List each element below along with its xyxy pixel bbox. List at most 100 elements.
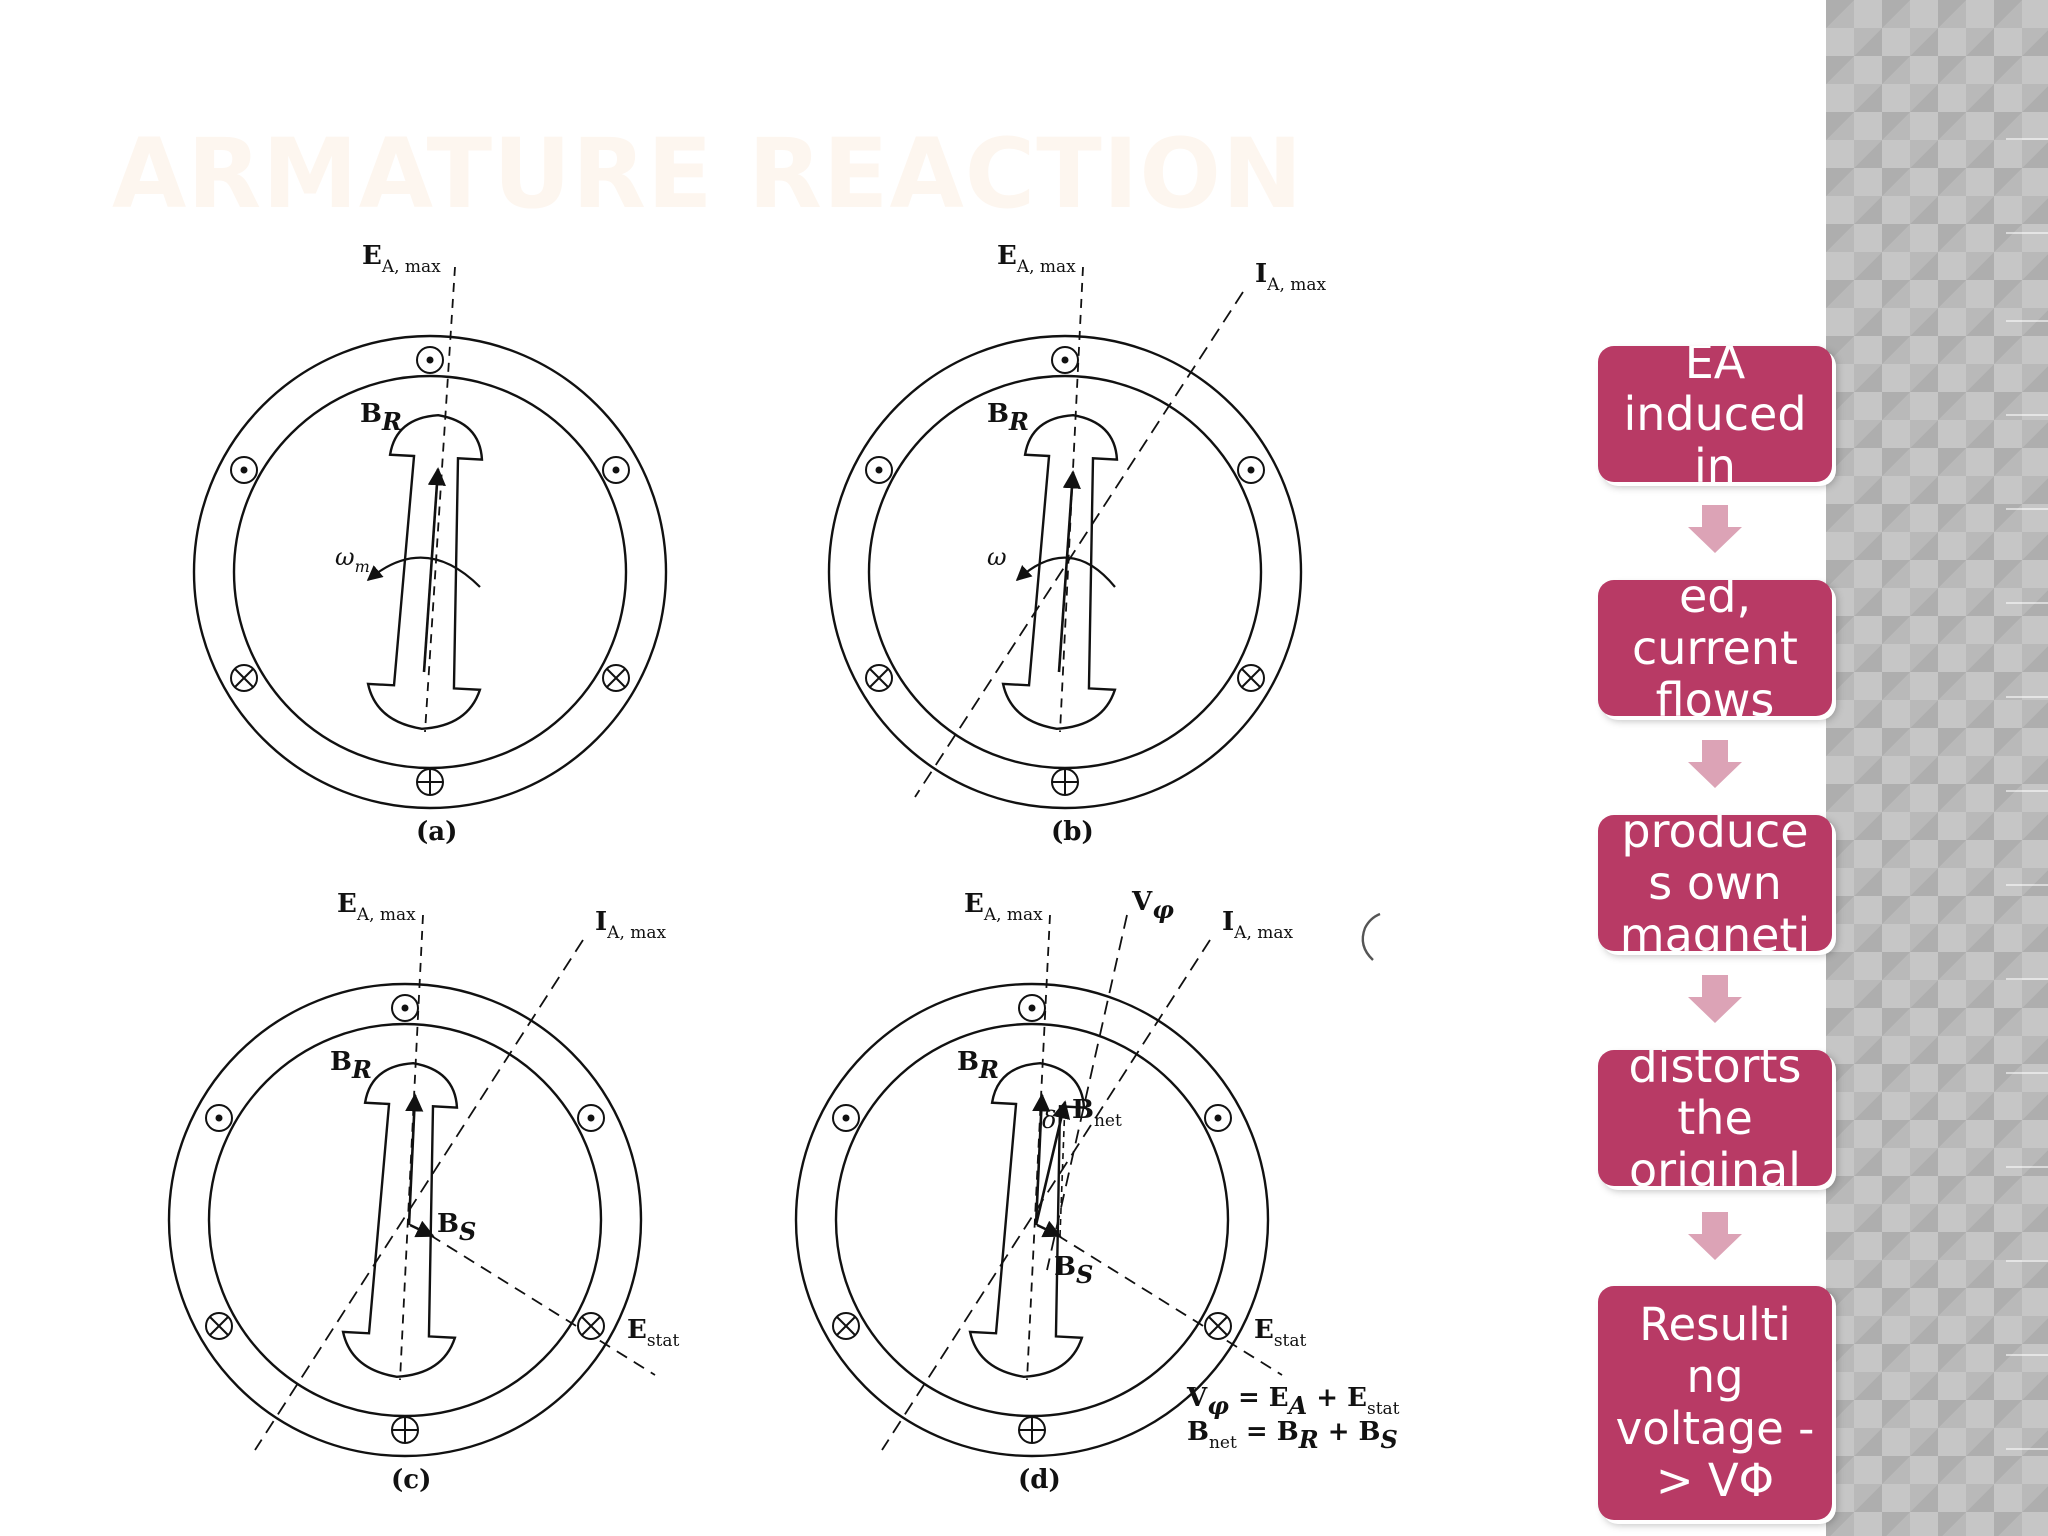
strip-tick: [2006, 1354, 2048, 1356]
conductor-dot: [577, 1104, 605, 1132]
conductor-cross: [230, 664, 258, 692]
ea-label: EA, max: [337, 889, 416, 925]
stator-outer: [192, 334, 668, 810]
bs-vector: [1036, 1220, 1062, 1238]
ea-label: EA, max: [997, 241, 1076, 277]
conductor-dot: [391, 994, 419, 1022]
strip-tick: [2006, 508, 2048, 510]
flow-step-text: produce s own magneti: [1619, 815, 1811, 951]
omega-label: ωm: [335, 543, 370, 576]
conductor-cross: [577, 1312, 605, 1340]
br-vector: [405, 1093, 424, 1226]
conductor-dot: [602, 456, 630, 484]
ia-axis: [254, 939, 584, 1451]
strip-tick: [2006, 884, 2048, 886]
strip-tick: [2006, 696, 2048, 698]
ia-label: IA, max: [595, 907, 667, 943]
flow-step-5: Resulti ng voltage -> VΦ: [1598, 1286, 1832, 1520]
stator-inner: [207, 1022, 603, 1418]
flow-step-2: ed, current flows: [1598, 580, 1832, 716]
arrow-down-icon: [1688, 740, 1742, 788]
equation-bnet: Bnet = BR + BS: [1187, 1417, 1398, 1454]
slide-title: ARMATURE REACTION: [112, 118, 1304, 230]
armature-reaction-figure: BR ωm EA, max (a) BR ω EA, max IA, max (…: [160, 240, 1410, 1520]
arrow-down-icon: [1688, 505, 1742, 553]
ia-axis: [881, 939, 1211, 1451]
strip-tick: [2006, 1166, 2048, 1168]
conductor-dot: [832, 1104, 860, 1132]
ea-axis: [424, 266, 456, 733]
strip-tick: [2006, 978, 2048, 980]
partial-arc-fragment: [1361, 912, 1381, 961]
rotation-arrow: [1015, 556, 1116, 588]
decorative-side-pattern: [1826, 0, 2048, 1536]
omega-label: ω: [987, 543, 1007, 571]
bnet-vector: [1034, 1100, 1071, 1226]
delta-label: δ: [1042, 1106, 1056, 1134]
conductor-dot: [865, 456, 893, 484]
ea-label: EA, max: [362, 241, 441, 277]
flow-step-text: Resulti ng voltage -> VΦ: [1615, 1298, 1815, 1507]
conductor-dot: [1018, 994, 1046, 1022]
conductor-cross: [865, 664, 893, 692]
conductor-dot: [1051, 346, 1079, 374]
panel-c: BR BS EA, max IA, max Estat (c): [167, 889, 680, 1495]
conductor-plus: [416, 768, 444, 796]
conductor-cross: [832, 1312, 860, 1340]
conductor-plus: [1018, 1416, 1046, 1444]
strip-tick: [2006, 1448, 2048, 1450]
br-vector: [422, 467, 446, 673]
estat-axis: [1056, 1234, 1283, 1376]
conductor-dot: [416, 346, 444, 374]
conductor-plus: [391, 1416, 419, 1444]
flow-step-text: distorts the original: [1628, 1050, 1802, 1186]
ia-axis: [914, 291, 1244, 798]
conductor-cross: [1204, 1312, 1232, 1340]
bs-label: BS: [437, 1209, 476, 1246]
equation-vphi: Vφ = EA + Estat: [1186, 1383, 1400, 1420]
conductor-dot: [230, 456, 258, 484]
bnet-construction-line: [1059, 1101, 1066, 1237]
strip-tick: [2006, 790, 2048, 792]
arrow-down-icon: [1688, 1212, 1742, 1260]
br-label: BR: [330, 1047, 372, 1084]
conductor-dot: [1204, 1104, 1232, 1132]
panel-caption: (b): [1051, 817, 1094, 847]
estat-label: Estat: [1254, 1315, 1307, 1351]
conductor-plus: [1051, 768, 1079, 796]
bnet-label: Bnet: [1072, 1095, 1122, 1131]
panel-d: BR δ Bnet BS EA, max Vφ IA, max Estat (d…: [794, 887, 1400, 1495]
flow-step-text: ed, current flows: [1632, 580, 1798, 716]
stator-inner: [834, 1022, 1230, 1418]
br-label: BR: [957, 1047, 999, 1084]
strip-tick: [2006, 602, 2048, 604]
panel-b: BR ω EA, max IA, max (b): [827, 241, 1327, 847]
stator-outer: [167, 982, 643, 1458]
flow-step-4: distorts the original: [1598, 1050, 1832, 1186]
arrow-down-icon: [1688, 975, 1742, 1023]
stator-outer: [827, 334, 1303, 810]
strip-tick: [2006, 414, 2048, 416]
vphi-axis: [1046, 914, 1128, 1271]
vphi-label: Vφ: [1131, 887, 1174, 924]
strip-tick: [2006, 232, 2048, 234]
strip-tick: [2006, 138, 2048, 140]
strip-tick: [2006, 1260, 2048, 1262]
bs-vector: [409, 1220, 435, 1238]
ea-label: EA, max: [964, 889, 1043, 925]
bs-label: BS: [1054, 1252, 1093, 1289]
conductor-dot: [1237, 456, 1265, 484]
panel-caption: (a): [416, 817, 457, 847]
rotation-arrow: [366, 556, 481, 588]
strip-tick: [2006, 320, 2048, 322]
strip-tick: [2006, 1072, 2048, 1074]
panel-caption: (d): [1018, 1465, 1061, 1495]
conductor-cross: [1237, 664, 1265, 692]
panel-a: BR ωm EA, max (a): [192, 241, 668, 847]
conductor-cross: [205, 1312, 233, 1340]
br-label: BR: [360, 399, 402, 436]
br-vector: [1032, 1093, 1051, 1226]
estat-axis: [429, 1234, 656, 1376]
armature-diagrams: BR ωm EA, max (a) BR ω EA, max IA, max (…: [167, 241, 1400, 1495]
ia-label: IA, max: [1255, 259, 1327, 295]
